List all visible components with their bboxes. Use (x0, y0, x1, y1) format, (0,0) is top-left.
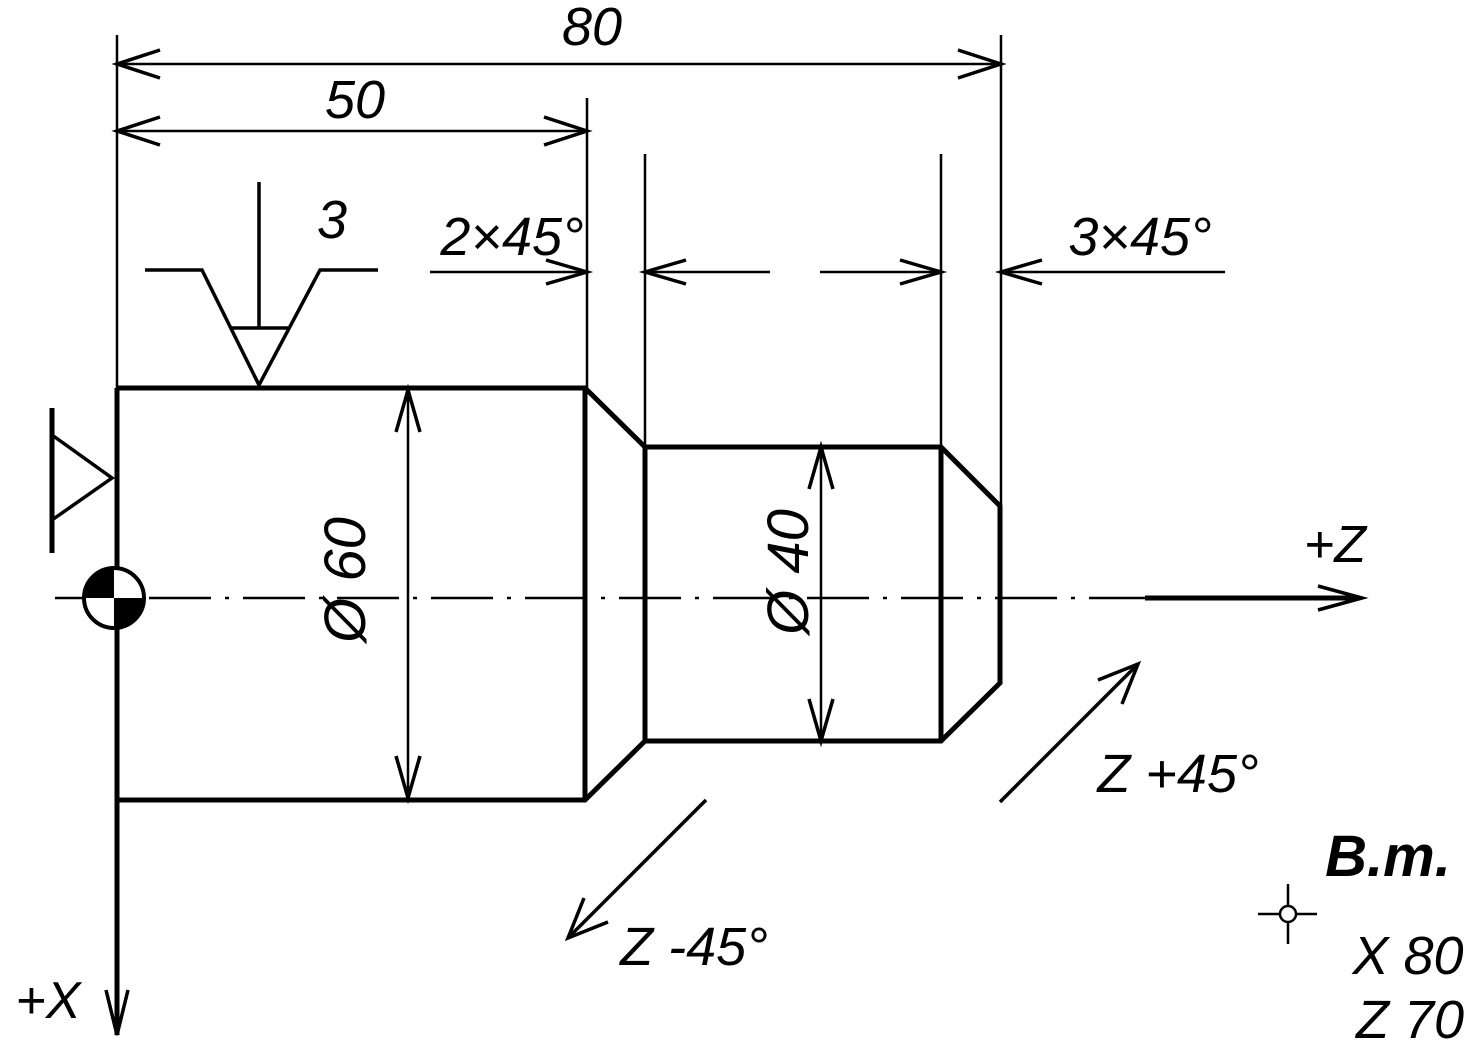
support-symbol (49, 408, 116, 553)
tool-point-marker: B.m. X 80 Z 70 (1258, 824, 1464, 1047)
roughness-value: 3 (317, 190, 347, 250)
tool-point-z: Z 70 (1354, 990, 1464, 1047)
diameter-60-dimension: Ø 60 (313, 383, 422, 805)
x-axis (104, 388, 130, 1036)
dimension-80: 80 (111, 0, 1007, 80)
dimension-80-label: 80 (562, 0, 622, 57)
chamfer-dimension-row: 2×45° 3×45° (430, 207, 1225, 286)
chamfer-left-label: 2×45° (439, 207, 583, 267)
z-plus-45-label: Z +45° (1095, 744, 1258, 804)
workpiece-zero-symbol (82, 566, 146, 630)
z-minus-45-arrow: Z -45° (564, 798, 768, 977)
dimension-50: 50 (111, 70, 593, 147)
extension-lines (115, 35, 1003, 506)
dimension-50-label: 50 (325, 70, 385, 130)
x-axis-label: +X (15, 972, 82, 1030)
diameter-40-dimension: Ø 40 (756, 440, 835, 748)
roughness-symbol (145, 182, 378, 389)
chamfer-right-label: 3×45° (1068, 207, 1211, 267)
diameter-60-label: Ø 60 (313, 517, 378, 645)
diameter-40-label: Ø 40 (756, 509, 821, 637)
tool-point-x: X 80 (1350, 926, 1463, 986)
tool-point-label: B.m. (1325, 824, 1451, 889)
z-axis-label: +Z (1304, 516, 1368, 574)
z-axis (55, 584, 1369, 612)
part-outline (117, 385, 1003, 803)
z-plus-45-arrow: Z +45° (998, 660, 1259, 804)
z-minus-45-label: Z -45° (618, 917, 768, 977)
